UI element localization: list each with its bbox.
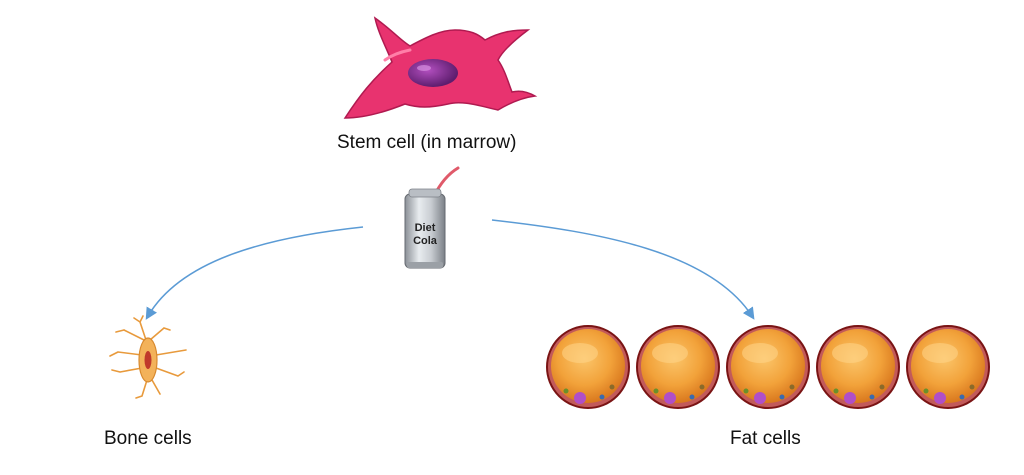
can-label-line2: Cola [413,235,438,247]
stem-cell-icon [343,16,538,119]
bone-cells-label: Bone cells [104,428,192,449]
fat-cell-nucleus-icon [664,392,676,404]
fat-cells-group [546,325,990,409]
can-label-line1: Diet [415,222,436,234]
fat-cell-nucleus-icon [844,392,856,404]
fat-cell-icon [546,325,630,409]
fat-cell-icon [816,325,900,409]
stem-cell-label: Stem cell (in marrow) [337,132,516,153]
diet-cola-can-icon: Diet Cola [404,166,460,269]
nucleus-icon [408,59,458,87]
fat-cell-nucleus-icon [934,392,946,404]
fat-cell-nucleus-icon [574,392,586,404]
fat-cell-nucleus-icon [754,392,766,404]
fat-cell-icon [906,325,990,409]
arrow-to-bone-cells [145,226,364,320]
bone-cell-icon [109,315,187,399]
fat-cell-icon [726,325,810,409]
fat-cell-icon [636,325,720,409]
fat-cells-label: Fat cells [730,428,801,449]
arrow-to-fat-cells [491,219,755,320]
